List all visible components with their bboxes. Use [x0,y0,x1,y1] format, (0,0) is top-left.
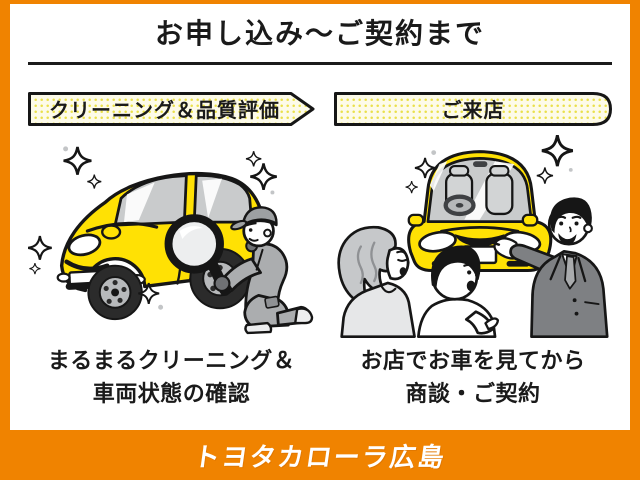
store-visit-illustration [334,132,612,340]
header: お申し込み〜ご契約まで [28,4,612,65]
brand-name: トヨタカローラ広島 [191,437,448,474]
banner-visit-label: ご来店 [334,92,612,126]
steps-row: クリーニング＆品質評価 [10,92,630,410]
footer-band: トヨタカローラ広島 [0,430,640,480]
banner-cleaning: クリーニング＆品質評価 [28,92,315,126]
banner-cleaning-label: クリーニング＆品質評価 [28,92,315,126]
caption-visit-line1: お店でお車を見てから [334,344,612,377]
caption-cleaning-line1: まるまるクリーニング＆ [28,344,315,377]
banner-visit: ご来店 [334,92,612,126]
caption-visit: お店でお車を見てから 商談・ご契約 [334,344,612,410]
caption-cleaning: まるまるクリーニング＆ 車両状態の確認 [28,344,315,410]
caption-visit-line2: 商談・ご契約 [334,377,612,410]
car-inspection-illustration [28,132,315,340]
page-title: お申し込み〜ご契約まで [28,17,612,51]
store-visit-svg [334,132,612,340]
car-inspection-svg [28,132,315,340]
step-cleaning: クリーニング＆品質評価 [28,92,315,410]
customer-woman-figure [339,227,415,336]
step-visit: ご来店 [334,92,612,410]
caption-cleaning-line2: 車両状態の確認 [28,377,315,410]
